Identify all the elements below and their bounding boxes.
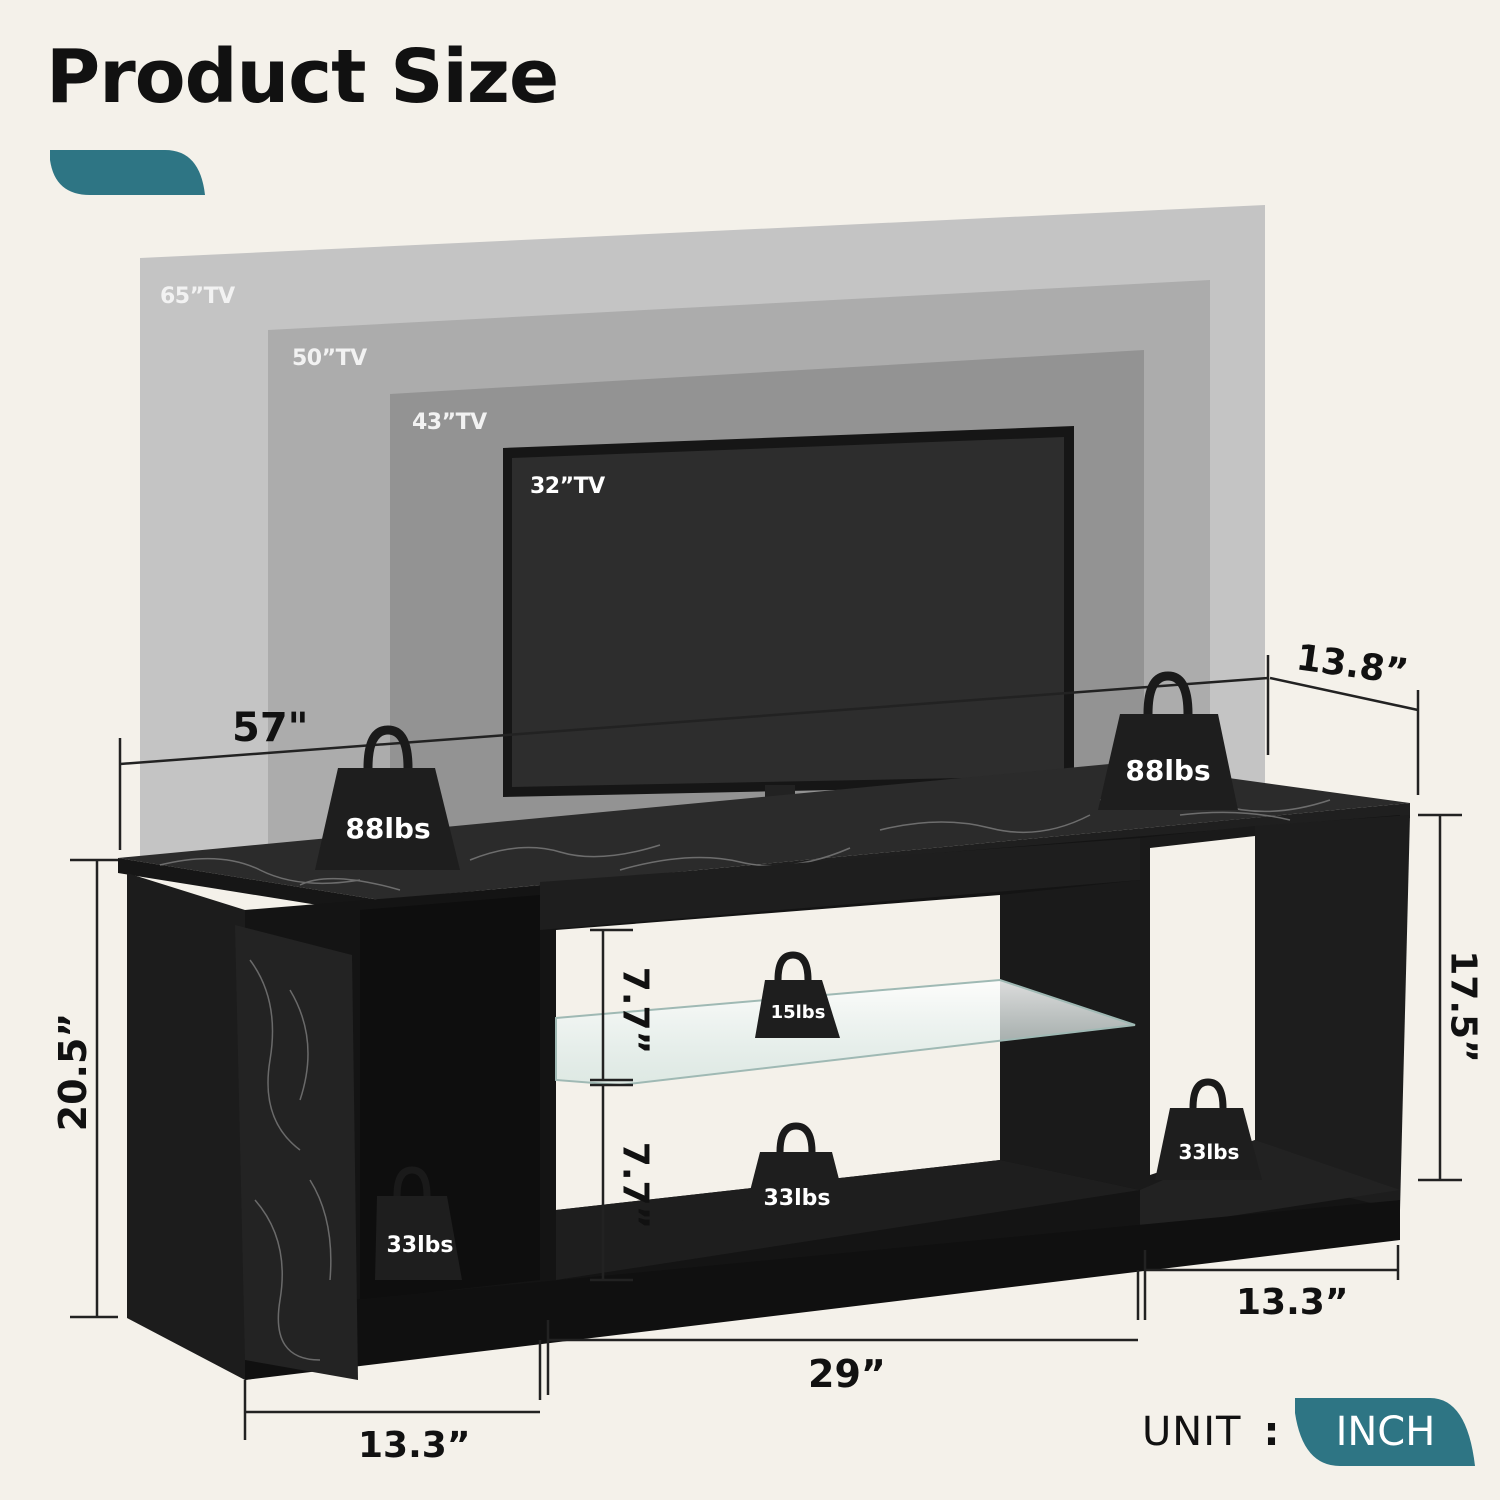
front-base [245,1200,1400,1380]
weight-glass-shelf [755,951,840,1038]
dim-right-height: 17.5” [1442,950,1484,1063]
weight-left-cabinet [375,1166,462,1280]
weight-label-top-right: 88lbs [1125,754,1211,787]
unit-label: UNIT [1142,1409,1242,1455]
weight-label-middle-bottom: 33lbs [763,1186,831,1211]
dim-left-width: 13.3” [358,1425,471,1466]
weight-top-right [1098,671,1238,810]
weight-middle-bottom [740,1122,852,1230]
dim-glass-shelf-height: 7.7” [614,966,656,1055]
dim-overall-width: 57" [232,705,309,751]
title-accent-bar [50,150,205,195]
tv-label-65: 65”TV [160,284,235,309]
dim-right-width: 13.3” [1236,1282,1349,1323]
dim-middle-width: 29” [808,1352,886,1396]
unit-separator: : [1263,1409,1280,1455]
unit-value: INCH [1335,1409,1436,1455]
weight-label-top-left: 88lbs [345,812,431,845]
dim-overall-height: 20.5” [51,1012,95,1132]
weight-label-glass-shelf: 15lbs [770,1002,826,1023]
middle-header [540,838,1140,930]
unit-indicator: UNIT : INCH [1142,1398,1476,1466]
stand-left-side-panel [127,873,245,1380]
marble-veins-door [249,959,332,1361]
cabinet-door [235,925,358,1380]
dimension-lines [70,655,1462,1440]
dim-bottom-shelf-height: 7.7” [614,1141,656,1230]
tv-label-32: 32”TV [530,474,605,499]
weight-label-right-bottom: 33lbs [1178,1140,1240,1164]
weight-label-left-cabinet: 33lbs [386,1233,454,1258]
tv-32-screen [512,437,1064,787]
glass-shelf [555,978,1136,1087]
weight-top-left [315,725,460,870]
stand-top-front [118,858,380,915]
unit-badge: INCH [1295,1398,1476,1466]
tv-label-43: 43”TV [412,410,487,435]
unit-badge-shape [1295,1398,1476,1466]
right-opening [1150,836,1255,1175]
page-title: Product Size [46,34,559,120]
weight-right-bottom [1155,1078,1262,1180]
tv-label-50: 50”TV [292,346,367,371]
middle-right-divider [1000,880,1140,1190]
right-side-panel [1255,815,1410,1210]
